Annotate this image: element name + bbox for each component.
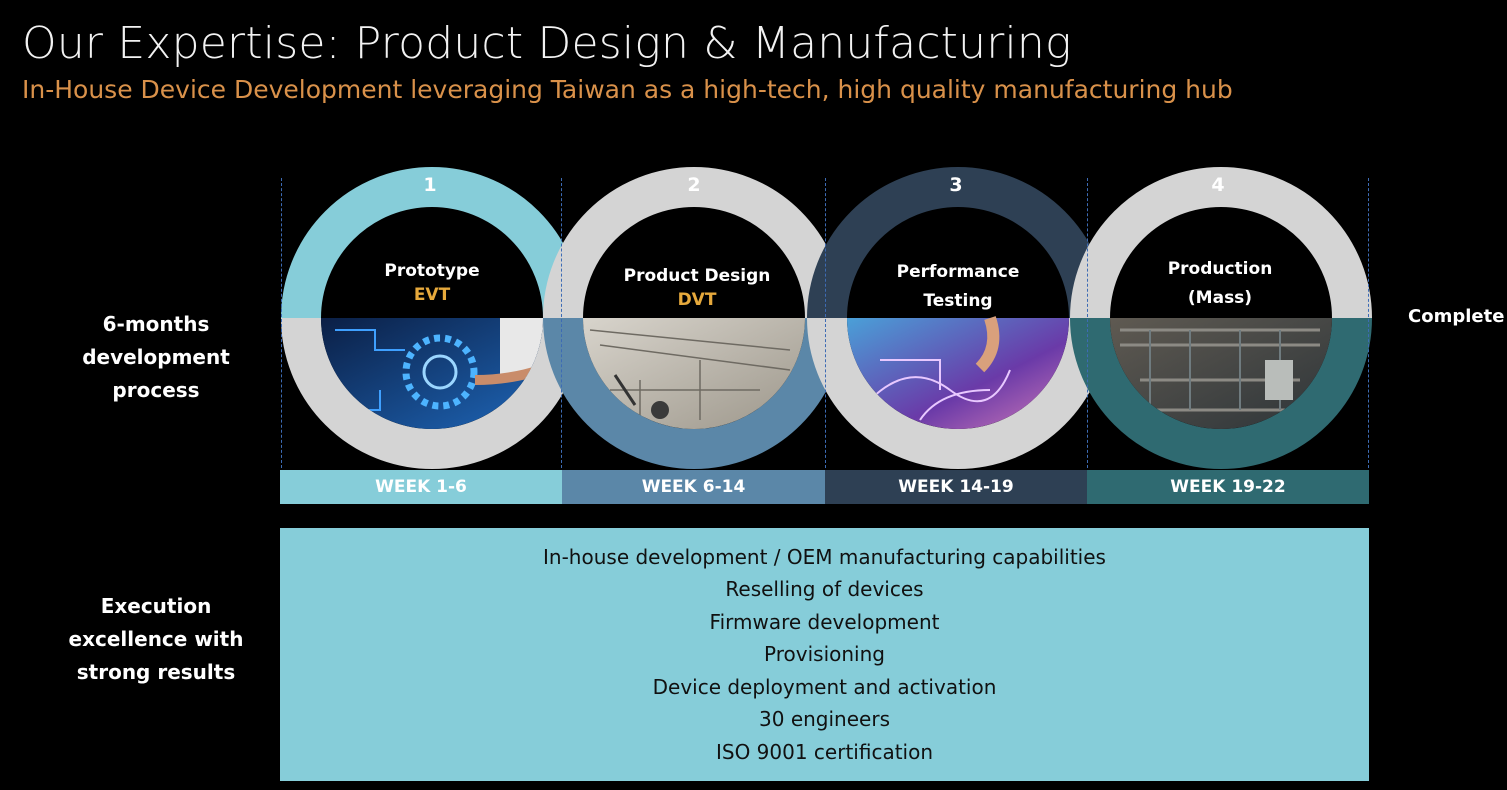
stage-title-line: Performance [896, 262, 1020, 282]
capability-item: Device deployment and activation [652, 674, 997, 699]
timeline-divider [825, 178, 826, 468]
ring-1 [281, 167, 583, 469]
execution-label: Execution excellence with strong results [38, 590, 274, 689]
process-label: 6-months development process [38, 308, 274, 407]
stage-code-dvt: DVT [677, 290, 717, 310]
capability-item: Reselling of devices [725, 577, 924, 602]
timeline-divider [1087, 178, 1088, 468]
week-bar-1: WEEK 1-6 [280, 470, 562, 504]
week-bar-4: WEEK 19-22 [1087, 470, 1369, 504]
week-bar-3: WEEK 14-19 [825, 470, 1087, 504]
execution-label-line: strong results [76, 660, 236, 684]
stage-title-line: Product Design [623, 266, 771, 286]
stage-number: 3 [949, 174, 963, 196]
capability-item: Firmware development [709, 609, 940, 634]
execution-label-line: Execution [100, 594, 212, 618]
process-label-line: process [112, 378, 200, 402]
page-subtitle: In-House Device Development leveraging T… [22, 75, 1233, 104]
stage-code-evt: EVT [413, 285, 451, 305]
timeline-divider [281, 178, 282, 468]
timeline-divider [1368, 178, 1369, 468]
stage-number: 1 [423, 174, 437, 196]
capability-item: ISO 9001 certification [715, 739, 934, 764]
stage-number: 4 [1211, 174, 1225, 196]
stage-title-line: (Mass) [1187, 288, 1253, 308]
capability-item: Provisioning [764, 642, 885, 667]
page-title: Our Expertise: Product Design & Manufact… [22, 18, 1072, 69]
stage-title-line: Production [1167, 259, 1273, 279]
stage-title-product-design: Product Design DVT [609, 262, 785, 309]
execution-label-line: excellence with [68, 627, 244, 651]
week-bar-2: WEEK 6-14 [562, 470, 825, 504]
capability-item: In-house development / OEM manufacturing… [543, 544, 1106, 569]
capabilities-panel: In-house development / OEM manufacturing… [280, 528, 1369, 781]
ring-4 [1070, 167, 1372, 469]
stage-title-line: Prototype [384, 261, 480, 281]
process-label-line: 6-months [102, 312, 210, 336]
ring-3 [807, 167, 1109, 469]
stage-title-performance-testing: Performance Testing [878, 258, 1038, 316]
stage-title-line: Testing [923, 291, 993, 311]
capability-item: 30 engineers [759, 707, 890, 732]
stage-title-prototype: Prototype EVT [352, 257, 512, 304]
timeline-divider [561, 178, 562, 468]
complete-label: Complete [1408, 306, 1505, 327]
stage-title-production: Production (Mass) [1140, 255, 1300, 313]
ring-2 [543, 167, 845, 469]
process-label-line: development [82, 345, 230, 369]
stage-number: 2 [687, 174, 701, 196]
